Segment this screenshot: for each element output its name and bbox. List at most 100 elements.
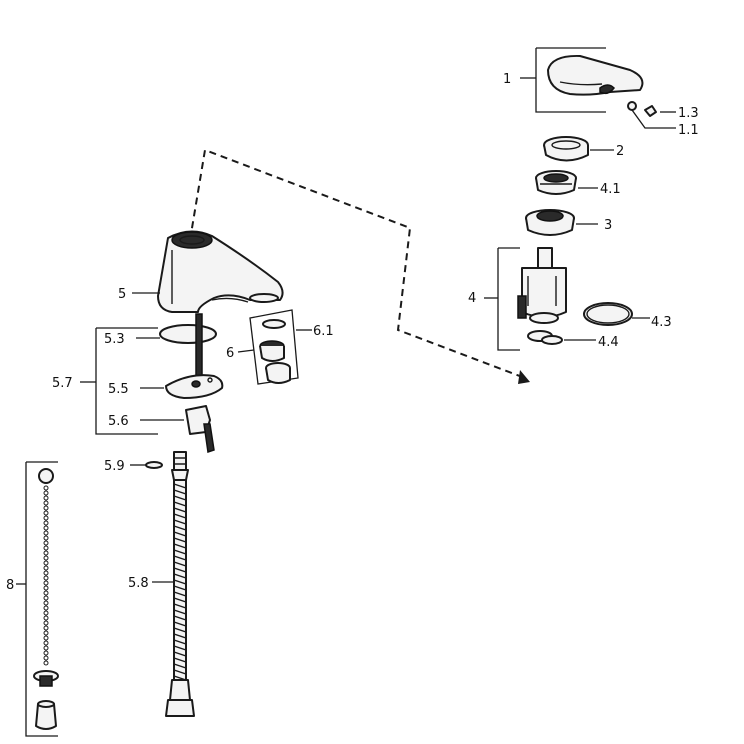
hose-braid-stroke: [173, 621, 187, 627]
label-4: 4: [468, 291, 476, 306]
hose-braid-stroke: [173, 513, 187, 519]
hose-braid-stroke: [173, 633, 187, 639]
label-3: 3: [604, 218, 612, 233]
chain-bead: [43, 490, 49, 496]
chain-bead: [43, 635, 49, 641]
chain-bead: [43, 615, 49, 621]
label-5-6: 5.6: [108, 414, 129, 429]
label-5-8: 5.8: [128, 576, 149, 591]
hose-braid-stroke: [173, 567, 187, 573]
label-5-3: 5.3: [104, 332, 125, 347]
hose-braid-stroke: [173, 543, 187, 549]
part-faucet-body: [157, 230, 284, 313]
part-fixing-nut: [185, 405, 215, 453]
part-flexible-hose: [165, 451, 195, 717]
hose-braid-stroke: [173, 501, 187, 507]
chain-bead: [43, 585, 49, 591]
part-seal: [527, 330, 563, 345]
label-8: 8: [6, 578, 14, 593]
chain-bead: [43, 550, 49, 556]
hose-braid-stroke: [173, 645, 187, 651]
chain-bead: [43, 520, 49, 526]
part-cover-ring: [543, 136, 589, 162]
hose-braid-stroke: [173, 615, 187, 621]
chain-bead: [43, 625, 49, 631]
chain-bead: [43, 650, 49, 656]
leader-1-1: [631, 109, 676, 129]
chain-bead: [43, 620, 49, 626]
chain-bead: [43, 645, 49, 651]
label-1: 1: [503, 72, 511, 87]
chain-bead: [43, 580, 49, 586]
part-small-seal: [145, 461, 163, 469]
bracket-5-7: [95, 327, 158, 435]
part-clamp-nut: [525, 209, 575, 236]
label-5-7: 5.7: [52, 376, 73, 391]
label-6-1: 6.1: [313, 324, 334, 339]
bracket-1: [535, 48, 606, 113]
hose-braid-stroke: [173, 663, 187, 669]
hose-braid-stroke: [173, 525, 187, 531]
hose-braid-stroke: [173, 591, 187, 597]
hose-braid-stroke: [173, 669, 187, 675]
part-screw: [627, 101, 637, 111]
chain-bead: [43, 510, 49, 516]
label-4-1: 4.1: [600, 182, 621, 197]
chain-bead: [43, 555, 49, 561]
chain-bead: [43, 600, 49, 606]
label-5: 5: [118, 287, 126, 302]
chain-bead: [43, 660, 49, 666]
hose-braid-stroke: [173, 561, 187, 567]
part-o-ring: [583, 302, 633, 326]
hose-braid-stroke: [173, 627, 187, 633]
chain-bead: [43, 630, 49, 636]
bracket-4: [497, 247, 520, 351]
chain-bead: [43, 530, 49, 536]
chain-bead: [43, 500, 49, 506]
hose-braid-stroke: [173, 639, 187, 645]
hose-braid-stroke: [173, 549, 187, 555]
chain-bead: [43, 655, 49, 661]
assembly-dashed-path: [189, 148, 526, 379]
chain-bead: [43, 570, 49, 576]
chain-links: [43, 485, 49, 666]
chain-bead: [43, 515, 49, 521]
label-4-3: 4.3: [651, 315, 672, 330]
label-6: 6: [226, 346, 234, 361]
leader-6: [237, 349, 255, 353]
chain-bead: [43, 540, 49, 546]
chain-bead: [43, 590, 49, 596]
part-plug-chain: [33, 468, 59, 730]
hose-braid-stroke: [173, 597, 187, 603]
hose-braid-stroke: [173, 585, 187, 591]
label-2: 2: [616, 144, 624, 159]
hose-braid-stroke: [173, 537, 187, 543]
label-1-3: 1.3: [678, 106, 699, 121]
part-cap: [644, 105, 657, 117]
chain-bead: [43, 640, 49, 646]
label-4-4: 4.4: [598, 335, 619, 350]
hose-braid-stroke: [173, 603, 187, 609]
chain-bead: [43, 610, 49, 616]
label-5-9: 5.9: [104, 459, 125, 474]
assembly-arrow-head: [518, 370, 530, 384]
chain-bead: [43, 535, 49, 541]
chain-bead: [43, 560, 49, 566]
hose-braid-stroke: [173, 519, 187, 525]
label-1-1: 1.1: [678, 123, 699, 138]
hose-braid-stroke: [173, 579, 187, 585]
part-threaded-nut: [535, 170, 577, 195]
chain-bead: [43, 525, 49, 531]
chain-bead: [43, 485, 49, 491]
chain-bead: [43, 575, 49, 581]
part-cartridge: [517, 247, 567, 324]
hose-braid-stroke: [173, 651, 187, 657]
hose-braid-stroke: [173, 555, 187, 561]
part-horseshoe-washer: [165, 374, 224, 399]
hose-braid-stroke: [173, 489, 187, 495]
hose-braid-stroke: [173, 657, 187, 663]
part-lever-handle: [547, 54, 644, 96]
hose-braid-stroke: [173, 495, 187, 501]
